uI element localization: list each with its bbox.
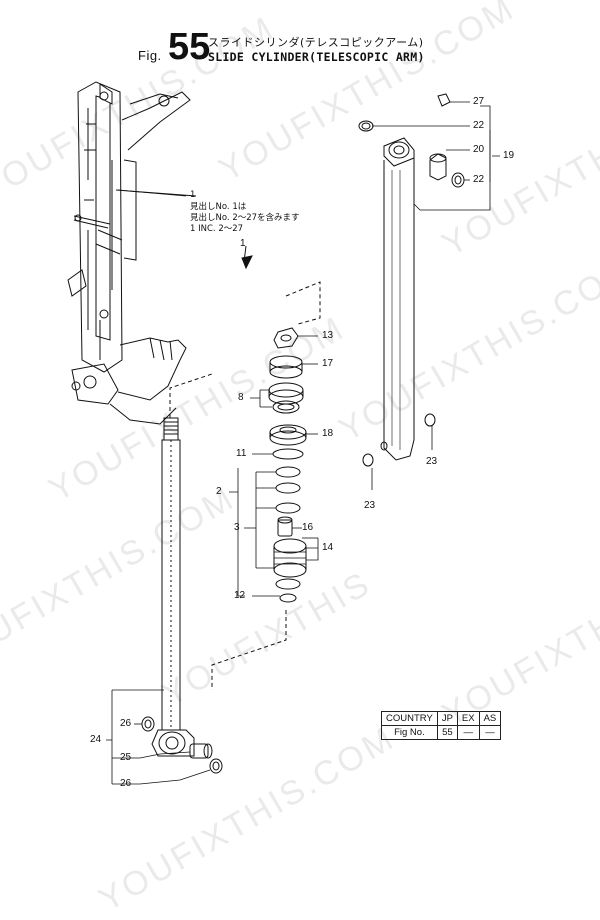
fig-label: Fig No. bbox=[381, 725, 438, 740]
cylinder-tube-drawing bbox=[358, 93, 465, 467]
callout-26-upper: 26 bbox=[120, 718, 132, 729]
fig-value: 55 bbox=[436, 725, 458, 740]
callout-27: 27 bbox=[473, 96, 485, 107]
callout-11: 11 bbox=[236, 448, 247, 459]
parts-diagram bbox=[67, 81, 500, 785]
country-label: COUNTRY bbox=[381, 711, 438, 726]
assembly-guides bbox=[169, 281, 321, 690]
figure-prefix: Fig. bbox=[138, 48, 162, 63]
title-japanese: スライドシリンダ(テレスコピックアーム) bbox=[208, 36, 424, 49]
callout-24: 24 bbox=[90, 734, 102, 745]
callout-1: 1 bbox=[240, 238, 246, 249]
country-code: AS bbox=[478, 711, 502, 726]
title-english: SLIDE CYLINDER(TELESCOPIC ARM) bbox=[208, 50, 425, 64]
seal-kit-drawing bbox=[268, 327, 307, 603]
country-code: EX bbox=[456, 711, 480, 726]
piston-rod-drawing bbox=[141, 417, 223, 774]
fig-value: — bbox=[456, 725, 480, 740]
callout-17: 17 bbox=[322, 358, 334, 369]
callout-22-lower: 22 bbox=[473, 174, 485, 185]
callout-8: 8 bbox=[238, 392, 244, 403]
callout-2: 2 bbox=[216, 486, 222, 497]
country-code: JP bbox=[436, 711, 458, 726]
callout-23-right: 23 bbox=[426, 456, 438, 467]
callout-12: 12 bbox=[234, 590, 246, 601]
country-table: COUNTRY JP EX AS Fig No. 55 — — bbox=[381, 711, 502, 740]
callout-20: 20 bbox=[473, 144, 485, 155]
callout-18: 18 bbox=[322, 428, 334, 439]
leader-lines bbox=[106, 101, 500, 785]
callout-3: 3 bbox=[234, 522, 240, 533]
fig-row: Fig No. 55 — — bbox=[381, 725, 502, 740]
callout-26-lower: 26 bbox=[120, 778, 132, 789]
note-line-2: 見出しNo. 2～27を含みます bbox=[190, 213, 300, 223]
callout-23-lower: 23 bbox=[364, 500, 376, 511]
callout-25: 25 bbox=[120, 752, 132, 763]
fig-value: — bbox=[478, 725, 502, 740]
note-line-3: 1 INC. 2～27 bbox=[190, 224, 244, 234]
callout-13: 13 bbox=[322, 330, 334, 341]
callout-14: 14 bbox=[322, 542, 334, 553]
note-ref: 1 bbox=[190, 190, 196, 200]
callout-19: 19 bbox=[503, 150, 515, 161]
callout-22-upper: 22 bbox=[473, 120, 485, 131]
country-row: COUNTRY JP EX AS bbox=[381, 711, 502, 726]
figure-number: 55 bbox=[168, 26, 211, 68]
note-line-1: 見出しNo. 1は bbox=[190, 202, 247, 212]
callout-16: 16 bbox=[302, 522, 314, 533]
arm-overview-drawing bbox=[67, 81, 197, 425]
